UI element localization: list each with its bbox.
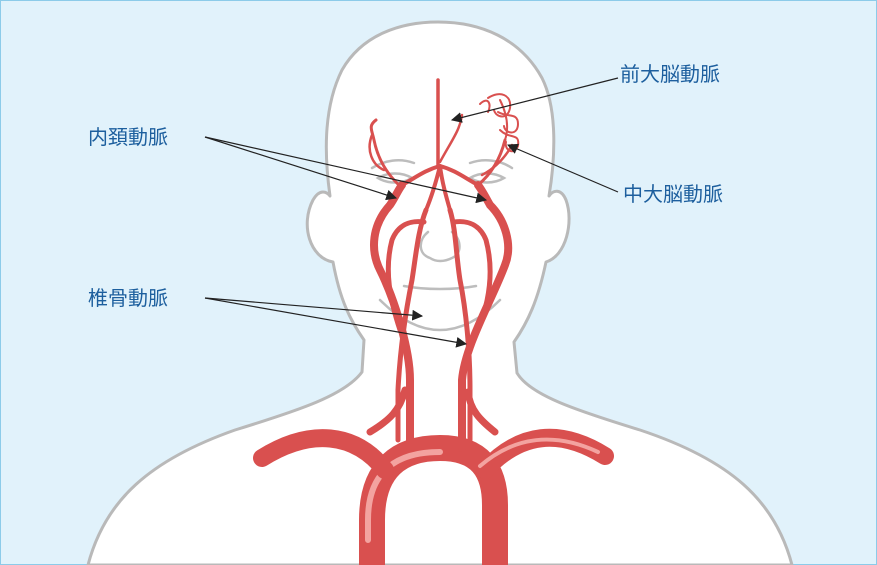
label-internal-carotid-artery: 内頚動脈	[88, 125, 168, 149]
label-vertebral-artery: 椎骨動脈	[88, 286, 168, 310]
label-middle-cerebral-artery: 中大脳動脈	[623, 182, 723, 206]
label-anterior-cerebral-artery: 前大脳動脈	[620, 62, 720, 86]
body-silhouette	[88, 22, 792, 565]
